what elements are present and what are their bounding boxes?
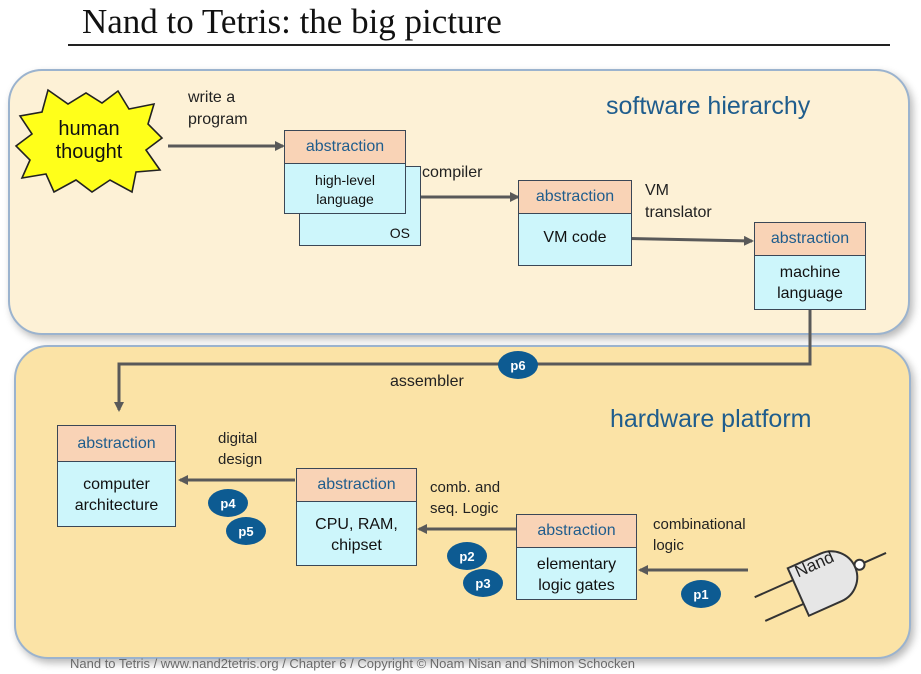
footer-copyright: Nand to Tetris / www.nand2tetris.org / C… bbox=[70, 656, 636, 671]
write-program-line1: write a bbox=[188, 89, 236, 106]
elementary-logic-gates-box: abstraction elementary logic gates bbox=[516, 514, 637, 600]
abstraction-label: abstraction bbox=[297, 469, 416, 502]
project-badge-p2: p2 bbox=[447, 542, 487, 570]
high-level-language-box: abstraction high-level language bbox=[284, 130, 406, 214]
vm-translator-line2: translator bbox=[645, 204, 712, 221]
cpu-ram-chipset-text: CPU, RAM, chipset bbox=[297, 502, 416, 556]
project-badge-p1: p1 bbox=[681, 580, 721, 608]
vm-code-line1: VM code bbox=[543, 229, 607, 246]
write-program-line2: program bbox=[188, 111, 248, 128]
human-thought-line1: human bbox=[58, 118, 120, 140]
cpu-ram-line1: CPU, RAM, bbox=[315, 516, 398, 533]
combinational-line2: logic bbox=[653, 537, 684, 554]
high-level-language-text: high-level language bbox=[285, 164, 405, 209]
project-badge-p6: p6 bbox=[498, 351, 538, 379]
abstraction-label: abstraction bbox=[519, 181, 631, 214]
vm-translator-line1: VM bbox=[645, 182, 669, 199]
elementary-logic-gates-text: elementary logic gates bbox=[517, 548, 636, 596]
project-badge-p3: p3 bbox=[463, 569, 503, 597]
abstraction-label: abstraction bbox=[517, 515, 636, 548]
human-thought-label: human thought bbox=[14, 118, 164, 164]
vm-code-box: abstraction VM code bbox=[518, 180, 632, 266]
os-label: OS bbox=[389, 225, 410, 241]
human-thought-burst-icon bbox=[14, 88, 164, 194]
comb-seq-line1: comb. and bbox=[430, 479, 501, 496]
logic-gates-line2: logic gates bbox=[538, 577, 615, 594]
machine-language-box: abstraction machine language bbox=[754, 222, 866, 310]
title-underline bbox=[68, 44, 890, 46]
logic-gates-line1: elementary bbox=[536, 556, 617, 573]
label-comb-and-seq-logic: comb. and seq. Logic bbox=[430, 477, 500, 519]
combinational-line1: combinational bbox=[653, 516, 746, 533]
page-title: Nand to Tetris: the big picture bbox=[82, 2, 502, 41]
vm-code-text: VM code bbox=[519, 214, 631, 248]
label-vm-translator: VM translator bbox=[645, 180, 712, 224]
human-thought-line2: thought bbox=[55, 141, 123, 163]
computer-architecture-line2: architecture bbox=[74, 497, 159, 514]
project-badge-p4: p4 bbox=[208, 489, 248, 517]
label-compiler: compiler bbox=[422, 164, 483, 181]
comb-seq-line2: seq. Logic bbox=[430, 500, 499, 517]
high-level-line2: language bbox=[316, 191, 374, 207]
software-hierarchy-title: software hierarchy bbox=[606, 92, 811, 120]
digital-design-line2: design bbox=[218, 451, 263, 468]
label-write-a-program: write a program bbox=[188, 87, 248, 131]
hardware-platform-panel bbox=[14, 345, 911, 659]
label-digital-design: digital design bbox=[218, 428, 262, 470]
digital-design-line1: digital bbox=[218, 430, 258, 447]
computer-architecture-text: computer architecture bbox=[58, 462, 175, 516]
machine-language-line1: machine bbox=[779, 264, 841, 281]
cpu-ram-chipset-box: abstraction CPU, RAM, chipset bbox=[296, 468, 417, 566]
machine-language-line2: language bbox=[777, 285, 843, 302]
high-level-line1: high-level bbox=[315, 172, 375, 188]
computer-architecture-box: abstraction computer architecture bbox=[57, 425, 176, 527]
label-combinational-logic: combinational logic bbox=[653, 514, 746, 556]
cpu-ram-line2: chipset bbox=[331, 537, 382, 554]
abstraction-label: abstraction bbox=[285, 131, 405, 164]
nand-gate-icon bbox=[754, 550, 887, 622]
abstraction-label: abstraction bbox=[58, 426, 175, 462]
hardware-platform-title: hardware platform bbox=[610, 405, 812, 433]
project-badge-p5: p5 bbox=[226, 517, 266, 545]
abstraction-label: abstraction bbox=[755, 223, 865, 256]
arrow-assembler bbox=[114, 310, 812, 412]
machine-language-text: machine language bbox=[755, 256, 865, 304]
label-assembler: assembler bbox=[390, 373, 464, 390]
computer-architecture-line1: computer bbox=[83, 476, 150, 493]
